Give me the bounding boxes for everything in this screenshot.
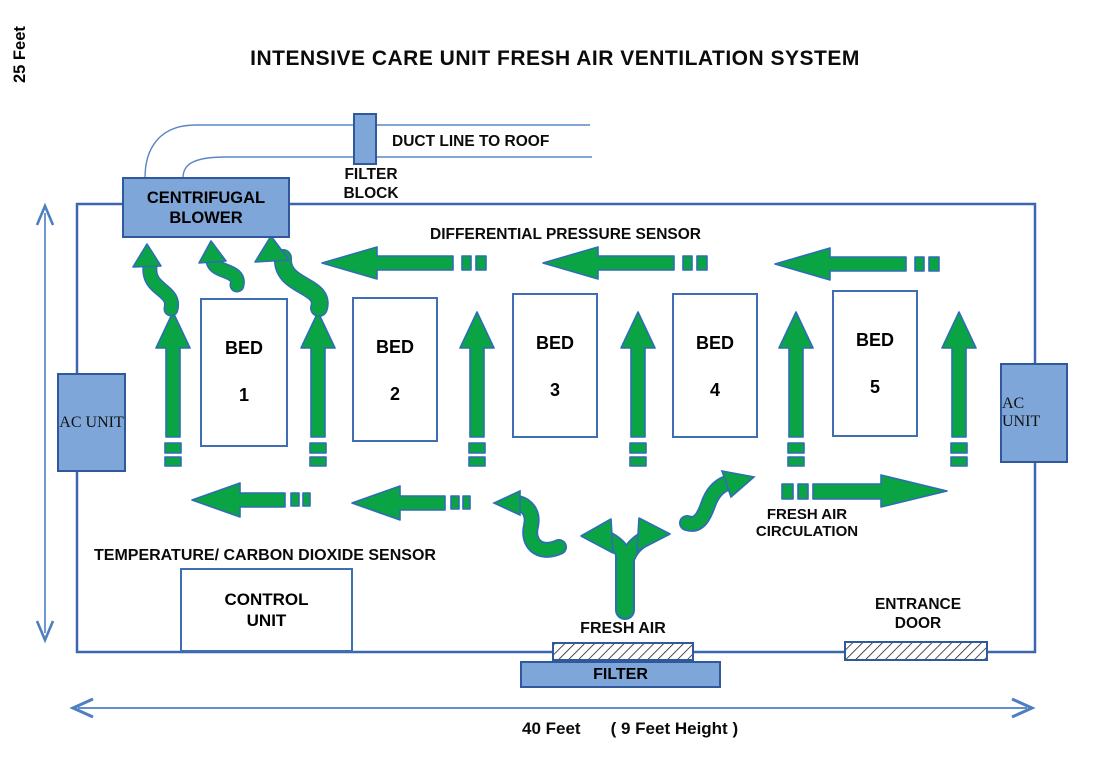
blower-intake-wavy-arrows bbox=[132, 235, 329, 317]
blower-label-line1: CENTRIFUGAL bbox=[146, 188, 266, 207]
fresh-air-inlet-hatch bbox=[552, 642, 694, 661]
bed-3-number: 3 bbox=[549, 380, 560, 400]
control-unit-label-line2: UNIT bbox=[246, 611, 287, 630]
entrance-door-label: ENTRANCE DOOR bbox=[855, 595, 981, 633]
ac-unit-right: AC UNIT bbox=[1000, 363, 1068, 463]
room-height-note: ( 9 Feet Height ) bbox=[610, 719, 739, 738]
bed-2-number: 2 bbox=[389, 384, 400, 404]
fresh-air-y-arrow bbox=[580, 517, 671, 620]
bed-4-label: BED bbox=[695, 333, 734, 353]
differential-pressure-sensor-label: DIFFERENTIAL PRESSURE SENSOR bbox=[430, 226, 702, 243]
control-unit-box: CONTROL UNIT bbox=[180, 568, 353, 652]
width-dimension-arrow bbox=[69, 697, 1036, 719]
filter-block-label: FILTER BLOCK bbox=[330, 165, 412, 203]
bed-box-5: BED 5 bbox=[832, 290, 918, 437]
bed-4-number: 4 bbox=[709, 380, 720, 400]
bed-5-label: BED bbox=[855, 330, 894, 350]
fresh-air-circulation-line1: FRESH AIR bbox=[766, 506, 848, 523]
filter-block-label-line1: FILTER bbox=[344, 166, 398, 183]
bed-1-label: BED bbox=[224, 338, 263, 358]
bed-box-1: BED 1 bbox=[200, 298, 288, 447]
bed-2-label: BED bbox=[375, 337, 414, 357]
ac-unit-left: AC UNIT bbox=[57, 373, 126, 472]
fresh-air-label: FRESH AIR bbox=[580, 620, 666, 637]
floor-curve-left-arrow bbox=[492, 489, 567, 558]
bed-box-4: BED 4 bbox=[672, 293, 758, 438]
filter-box: FILTER bbox=[520, 661, 721, 688]
fresh-air-circulation-arrow bbox=[781, 474, 948, 508]
duct-lines bbox=[144, 124, 592, 179]
ceiling-return-arrows bbox=[321, 246, 940, 281]
floor-curve-right-arrow bbox=[679, 469, 756, 532]
diagram-title: INTENSIVE CARE UNIT FRESH AIR VENTILATIO… bbox=[250, 47, 860, 70]
control-unit-label-line1: CONTROL bbox=[224, 590, 309, 609]
blower-label-line2: BLOWER bbox=[169, 208, 243, 227]
temperature-co2-sensor-label: TEMPERATURE/ CARBON DIOXIDE SENSOR bbox=[94, 547, 436, 564]
bed-3-label: BED bbox=[535, 333, 574, 353]
duct-line-to-roof-label: DUCT LINE TO ROOF bbox=[392, 133, 550, 150]
bed-1-number: 1 bbox=[238, 385, 249, 405]
bed-box-2: BED 2 bbox=[352, 297, 438, 442]
filter-block bbox=[353, 113, 377, 165]
entrance-door-line2: DOOR bbox=[894, 615, 942, 632]
bed-box-3: BED 3 bbox=[512, 293, 598, 438]
filter-block-label-line2: BLOCK bbox=[343, 185, 399, 202]
bed-5-number: 5 bbox=[869, 377, 880, 397]
width-dimension-label: 40 Feet ( 9 Feet Height ) bbox=[522, 719, 738, 739]
centrifugal-blower-box: CENTRIFUGAL BLOWER bbox=[122, 177, 290, 238]
room-width-value: 40 Feet bbox=[522, 719, 581, 738]
height-dimension-arrow bbox=[35, 202, 55, 644]
floor-return-arrows bbox=[191, 482, 471, 521]
fresh-air-circulation-label: FRESH AIR CIRCULATION bbox=[743, 506, 871, 540]
entrance-door-hatch bbox=[844, 641, 988, 661]
fresh-air-circulation-line2: CIRCULATION bbox=[755, 523, 859, 540]
entrance-door-line1: ENTRANCE bbox=[874, 596, 962, 613]
